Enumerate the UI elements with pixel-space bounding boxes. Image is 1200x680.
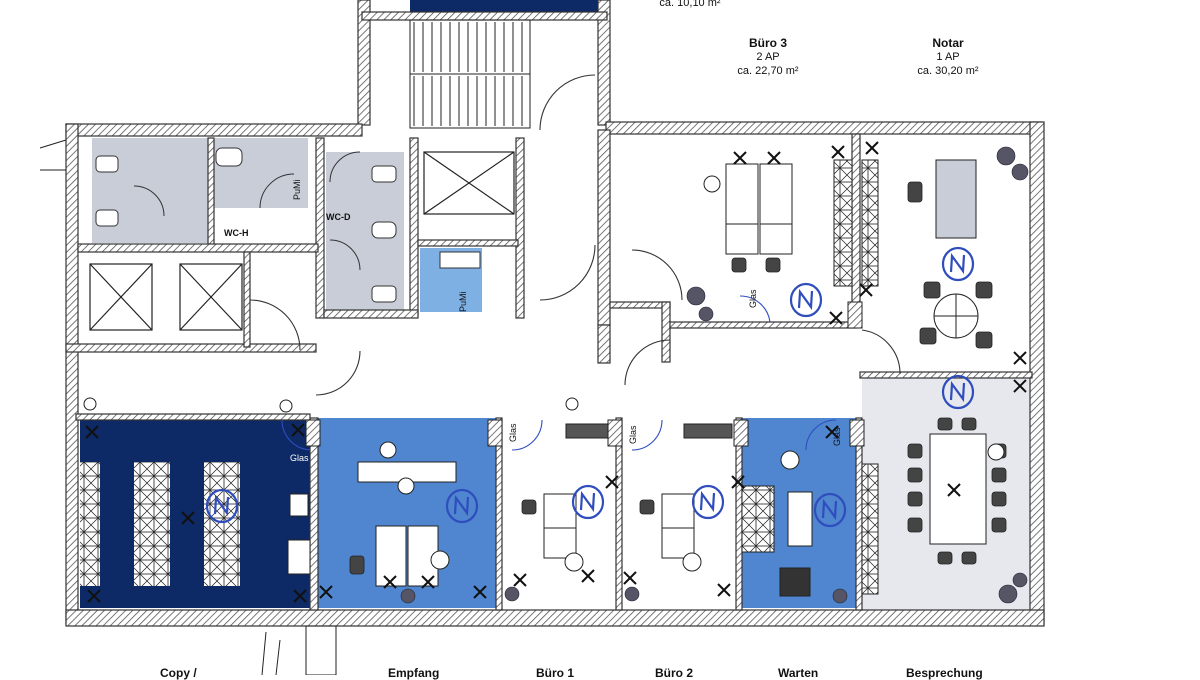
- room-wc-fill-1: [92, 138, 210, 243]
- x-mark: [473, 585, 487, 599]
- room-label-besprechung: Besprechung: [906, 666, 983, 680]
- x-mark: [825, 425, 839, 439]
- persons: [379, 175, 1005, 572]
- x-marks: [85, 141, 1027, 603]
- x-mark: [1013, 351, 1027, 365]
- door-tag-glas-buero3: Glas: [748, 289, 758, 308]
- ink-circle: [205, 488, 239, 524]
- x-mark: [623, 571, 637, 585]
- x-mark: [87, 589, 101, 603]
- x-mark: [421, 575, 435, 589]
- copy-room-shelving: [80, 462, 311, 586]
- top-partial-area: ca. 10,10 m²: [659, 0, 721, 9]
- x-mark: [319, 585, 333, 599]
- walls: [65, 0, 1045, 627]
- room-ap: 1 AP: [936, 51, 960, 63]
- ink-circle: [691, 484, 725, 520]
- ink-marks: [205, 246, 975, 528]
- x-mark: [767, 151, 781, 165]
- room-label-copy: Copy /: [160, 666, 197, 680]
- room-title: Notar: [932, 36, 964, 50]
- room-title: Büro 3: [748, 36, 787, 50]
- ink-letter: [821, 498, 838, 521]
- door-tag-glas-buero1: Glas: [508, 423, 518, 442]
- plants: [400, 146, 1029, 604]
- x-mark: [947, 483, 961, 497]
- x-mark: [859, 283, 873, 297]
- x-mark: [293, 589, 307, 603]
- round-table: [933, 293, 979, 339]
- ink-circle: [941, 246, 975, 282]
- x-mark: [717, 583, 731, 597]
- door-tag-glas-warten: Glas: [832, 427, 842, 446]
- door-swings: [249, 74, 901, 451]
- ink-letter: [949, 252, 966, 275]
- door-tag-glas-buero2: Glas: [628, 425, 638, 444]
- room-label-notar: Notar 1 AP ca. 30,20 m²: [898, 36, 998, 78]
- ink-letter: [797, 288, 814, 311]
- room-label-empfang: Empfang: [388, 666, 440, 680]
- door-tag-pumi-top: PuMi: [292, 179, 302, 200]
- x-mark: [829, 311, 843, 325]
- room-ap: 2 AP: [756, 51, 780, 63]
- elevator-shafts: [89, 151, 515, 331]
- room-copy-fill: [80, 418, 310, 608]
- x-mark: [291, 423, 305, 437]
- top-partial-room-fill: [410, 0, 598, 14]
- x-mark: [581, 569, 595, 583]
- ink-letter: [699, 490, 716, 513]
- room-area: ca. 22,70 m²: [737, 65, 799, 77]
- door-tag-pumi-mid: PuMi: [458, 291, 468, 312]
- room-empfang-fill: [318, 418, 496, 608]
- ink-circle: [789, 282, 823, 318]
- desks: [357, 159, 987, 597]
- ink-circle: [445, 488, 479, 524]
- x-mark: [1013, 379, 1027, 393]
- door-tag-wc-d: WC-D: [326, 212, 351, 222]
- room-label-buero1: Büro 1: [536, 666, 575, 680]
- misc-details: [39, 139, 865, 675]
- x-mark: [513, 573, 527, 587]
- x-mark: [85, 425, 99, 439]
- x-mark: [733, 151, 747, 165]
- toilet-fixtures: [95, 147, 481, 303]
- room-area: ca. 30,20 m²: [917, 65, 979, 77]
- x-mark: [731, 475, 745, 489]
- ink-letter: [213, 494, 230, 517]
- ink-letter: [579, 490, 596, 513]
- x-mark: [831, 145, 845, 159]
- ink-circle: [813, 492, 847, 528]
- staircase: [409, 19, 531, 129]
- x-mark: [181, 511, 195, 525]
- ink-letter: [949, 380, 966, 403]
- door-tag-glas-copy: Glas: [290, 453, 309, 463]
- room-label-warten: Warten: [778, 666, 819, 680]
- room-label-buero3: Büro 3 2 AP ca. 22,70 m²: [718, 36, 818, 78]
- ink-circle: [571, 484, 605, 520]
- door-tag-wc-h: WC-H: [224, 228, 249, 238]
- x-mark: [383, 575, 397, 589]
- room-label-buero2: Büro 2: [655, 666, 694, 680]
- ink-letter: [453, 494, 470, 517]
- x-mark: [605, 475, 619, 489]
- x-mark: [865, 141, 879, 155]
- ink-circle: [941, 374, 975, 410]
